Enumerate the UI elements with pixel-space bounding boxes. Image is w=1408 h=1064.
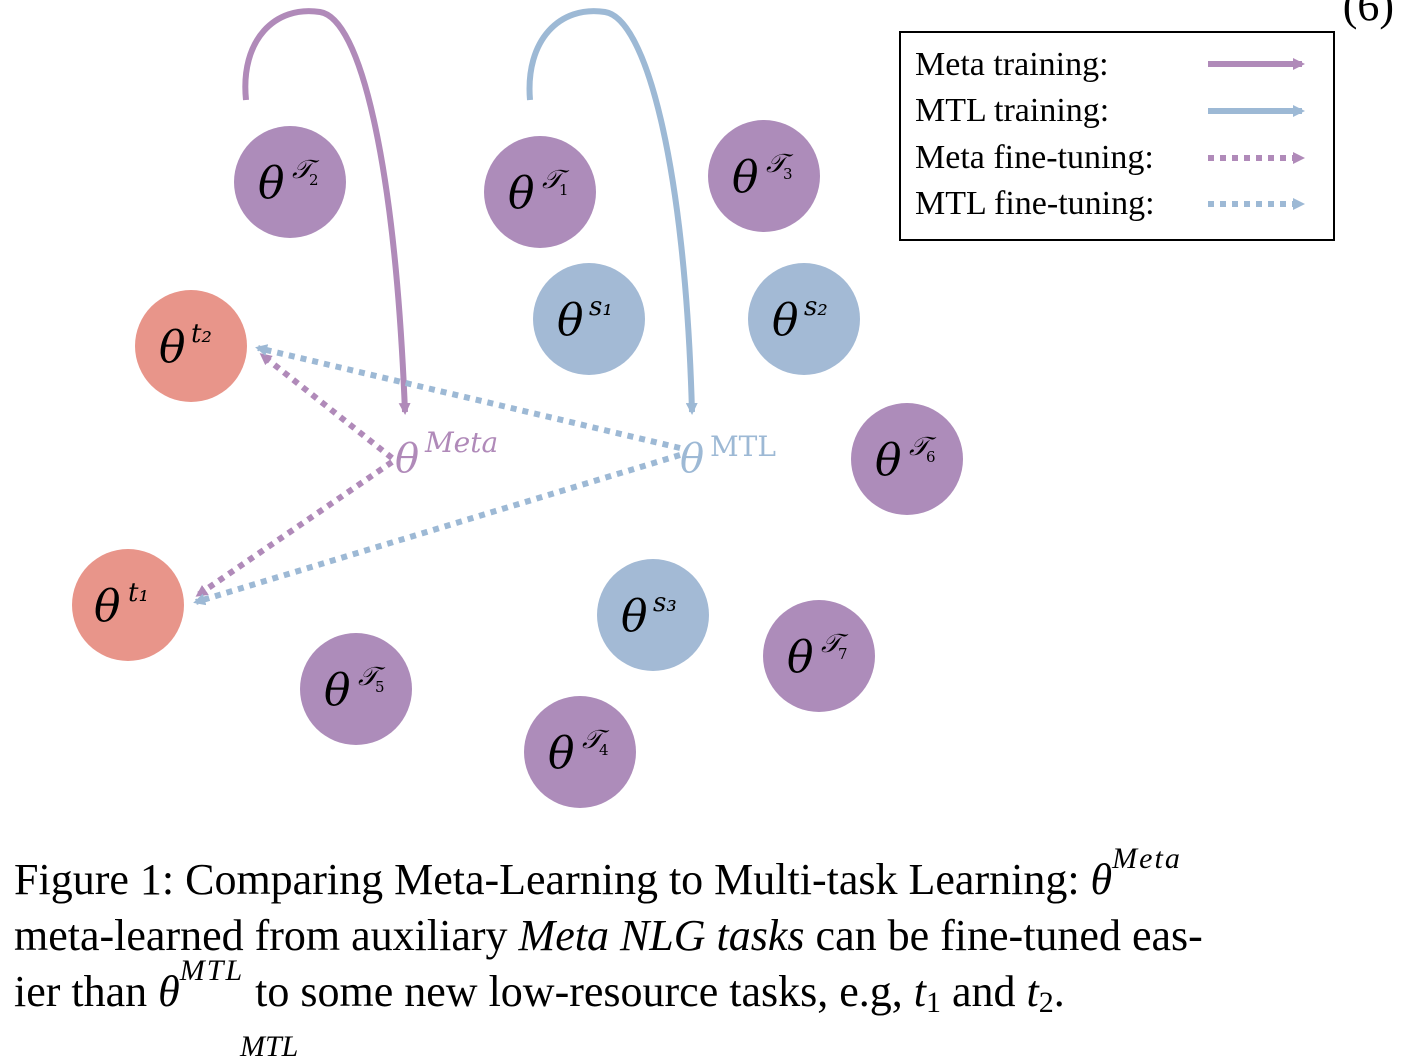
svg-text:t₁: t₁ — [128, 578, 149, 608]
node-theta-t1: θ t₁ — [72, 549, 184, 661]
svg-text:s₂: s₂ — [804, 292, 828, 322]
legend: Meta training: MTL training: Meta fine-t… — [899, 31, 1335, 241]
node-theta-t2: θ t₂ — [135, 290, 247, 402]
svg-text:θ: θ — [94, 581, 121, 632]
meta-vs-mtl-diagram: θ 𝒯 2 θ 𝒯 1 θ 𝒯 3 θ 𝒯 6 θ 𝒯 7 θ 𝒯 5 θ 𝒯 … — [72, 8, 1335, 808]
legend-meta-finetuning: Meta fine-tuning: — [915, 139, 1154, 176]
mtl-training-arrow — [526, 8, 698, 415]
node-theta-s3: θ s₃ — [597, 559, 709, 671]
node-theta-T1: θ 𝒯 1 — [484, 136, 596, 248]
svg-text:3: 3 — [783, 165, 793, 183]
node-theta-T7: θ 𝒯 7 — [763, 600, 875, 712]
caption-line-3: ier than θMTL to some new low-resource t… — [14, 954, 1065, 1019]
legend-meta-training: Meta training: — [915, 46, 1109, 83]
svg-text:θ: θ — [324, 665, 351, 716]
figure-caption: Figure 1: Comparing Meta-Learning to Mul… — [14, 842, 1399, 1020]
hub-theta-mtl: θ MTL — [680, 430, 776, 482]
node-theta-s2: θ s₂ — [748, 263, 860, 375]
node-theta-T6: θ 𝒯 6 — [851, 403, 963, 515]
svg-text:5: 5 — [375, 678, 385, 696]
svg-text:θ: θ — [772, 295, 799, 346]
meta-finetune-arrow-t2 — [259, 352, 394, 461]
svg-text:θ: θ — [508, 168, 535, 219]
svg-text:θ: θ — [875, 435, 902, 486]
svg-text:θ: θ — [787, 632, 814, 683]
svg-text:2: 2 — [309, 171, 319, 189]
svg-text:6: 6 — [926, 448, 936, 466]
svg-text:MTL: MTL — [710, 430, 776, 463]
svg-text:1: 1 — [559, 181, 569, 199]
legend-mtl-finetuning: MTL fine-tuning: — [915, 185, 1155, 222]
meta-training-arrow — [242, 8, 411, 415]
svg-text:Meta: Meta — [424, 426, 498, 459]
mtl-finetune-arrow-t2 — [255, 344, 681, 451]
caption-line-1: Figure 1: Comparing Meta-Learning to Mul… — [14, 842, 1182, 905]
equation-number: (6) — [1342, 0, 1394, 30]
caption-line-2: meta-learned from auxiliary Meta NLG tas… — [14, 911, 1203, 960]
svg-text:s₁: s₁ — [589, 292, 613, 322]
meta-finetune-arrow-t1 — [195, 459, 394, 598]
node-theta-T3: θ 𝒯 3 — [708, 120, 820, 232]
node-theta-T5: θ 𝒯 5 — [300, 633, 412, 745]
svg-text:θ: θ — [680, 436, 704, 482]
svg-text:s₃: s₃ — [653, 588, 677, 618]
cut-off-text: MTL — [240, 1030, 299, 1063]
svg-text:7: 7 — [838, 645, 848, 663]
svg-text:θ: θ — [395, 436, 419, 482]
hub-theta-meta: θ Meta — [395, 426, 498, 482]
node-theta-T4: θ 𝒯 4 — [524, 696, 636, 808]
svg-text:θ: θ — [732, 152, 759, 203]
legend-mtl-training: MTL training: — [915, 92, 1109, 129]
node-theta-s1: θ s₁ — [533, 263, 645, 375]
svg-text:θ: θ — [557, 295, 584, 346]
node-theta-T2: θ 𝒯 2 — [234, 126, 346, 238]
svg-text:4: 4 — [599, 741, 609, 759]
svg-text:θ: θ — [258, 158, 285, 209]
svg-text:t₂: t₂ — [191, 319, 212, 349]
svg-text:θ: θ — [159, 322, 186, 373]
svg-text:θ: θ — [621, 591, 648, 642]
svg-text:θ: θ — [548, 728, 575, 779]
mtl-finetune-arrow-t1 — [193, 452, 681, 606]
